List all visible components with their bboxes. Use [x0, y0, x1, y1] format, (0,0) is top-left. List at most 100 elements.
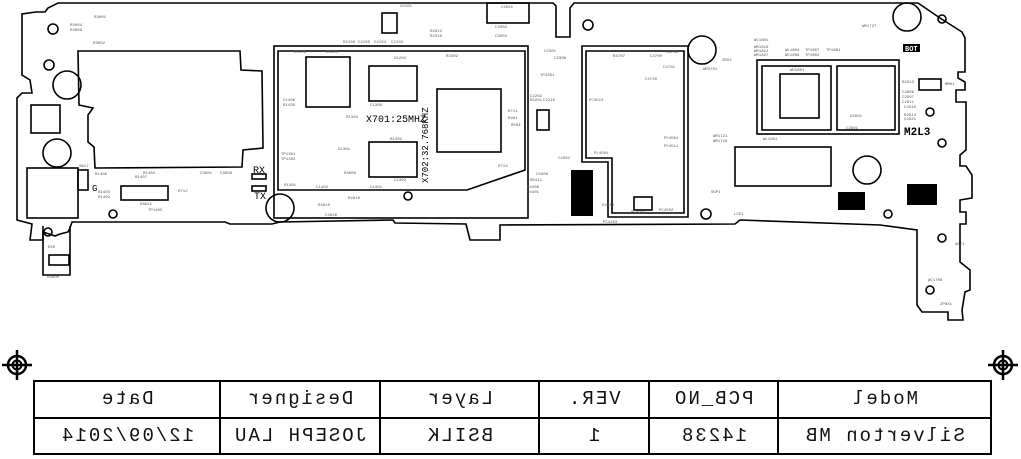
shield-right-inner	[585, 50, 685, 214]
ref-text: TP1801	[826, 49, 841, 53]
shield-inner	[277, 50, 526, 191]
ref-text: WR1812	[754, 50, 769, 54]
ref-text: R1404	[143, 172, 156, 176]
ref-text: R1430	[283, 104, 296, 108]
shield-right-outer	[581, 45, 689, 218]
ref-text: U2901	[850, 115, 863, 119]
rf-shield-inner-left	[761, 65, 832, 131]
mount-hole	[852, 155, 882, 185]
ref-text: R3001	[94, 16, 107, 20]
label-g: G	[92, 184, 97, 194]
chip-u1202	[368, 141, 418, 178]
ref-text: TP1301	[281, 153, 296, 157]
chip-cpu	[436, 88, 502, 153]
ref-text: C2301	[544, 50, 557, 54]
label-tx: TX	[254, 192, 266, 203]
header-version: VER.	[538, 380, 650, 419]
pad-rx	[251, 173, 267, 180]
via-hole	[403, 191, 413, 201]
ref-text: R2913	[902, 81, 915, 85]
ref-text: D4401	[527, 191, 540, 195]
ic-black-3	[907, 184, 937, 205]
ref-text: PC4502	[659, 209, 674, 213]
value-pcb-no: 14238	[648, 416, 779, 455]
ref-text: R1403	[98, 191, 111, 195]
ref-text: U1202	[394, 57, 407, 61]
bot-marker	[903, 44, 920, 52]
chip-u4501	[633, 196, 653, 211]
ref-text: D1301	[338, 148, 351, 152]
ref-text: TP1807	[805, 49, 820, 53]
ref-text: C2901	[846, 127, 859, 131]
ref-text: WR1726	[713, 140, 728, 144]
ref-text: R504	[511, 124, 521, 128]
ref-text: ZRX2	[722, 59, 732, 63]
ref-text: C2210	[543, 99, 556, 103]
ref-text: WR1721	[713, 135, 728, 139]
registration-target-left	[2, 350, 32, 380]
ref-text: R3009	[70, 29, 83, 33]
via-hole	[925, 107, 935, 117]
via-hole	[937, 233, 947, 243]
ref-text: WC1801	[754, 39, 769, 43]
header-model: Model	[777, 380, 992, 419]
ic-black-1	[571, 170, 593, 216]
ref-text: C2910	[904, 106, 917, 110]
header-designer: Designer	[219, 380, 381, 419]
label-crystal-25mhz: X701:25MHZ	[366, 115, 426, 126]
ref-text: R4707	[613, 55, 626, 59]
label-rev: M2L3	[904, 127, 931, 139]
ref-text: C2002	[495, 26, 508, 30]
ref-text: C4302	[558, 157, 571, 161]
display-cutout	[77, 50, 264, 169]
mount-hole	[687, 35, 717, 65]
ref-text: R2914	[904, 114, 917, 118]
ref-text: R2106	[343, 41, 356, 45]
board-outline	[16, 2, 973, 321]
ref-text: R1302	[346, 116, 359, 120]
ref-text: TP1405	[148, 209, 163, 213]
ref-text: R4810	[318, 204, 331, 208]
ref-text: WR3701	[703, 68, 718, 72]
ref-text: C2001	[501, 6, 514, 10]
title-block: Date Designer Layer VER. PCB_NO Model 12…	[33, 380, 992, 455]
ref-text: R20	[48, 246, 56, 250]
value-model: Silverton MB	[777, 416, 992, 455]
via-hole	[700, 208, 712, 220]
ref-text: R4806	[344, 172, 357, 176]
ref-text: R1301	[284, 184, 297, 188]
chip-u2101	[381, 12, 398, 34]
ref-text: D4403	[602, 204, 615, 208]
ref-text: C2907	[902, 96, 915, 100]
ref-text: WL1801	[763, 138, 778, 142]
chip-u1401	[305, 56, 351, 108]
ref-text: WC1706	[928, 279, 943, 283]
ref-text: C4702	[666, 51, 679, 55]
ref-text: ZPRX1	[940, 303, 953, 307]
ref-text: D8KZ1	[140, 203, 153, 207]
connector-d8kz1	[120, 185, 169, 201]
ref-text: MM01	[945, 83, 955, 87]
ref-text: WC1806	[785, 54, 800, 58]
ref-text: R2302	[446, 55, 459, 59]
ref-text: R713	[498, 165, 508, 169]
ref-text: C4700	[650, 55, 663, 59]
via-hole	[43, 227, 53, 237]
ref-text: C2105	[358, 41, 371, 45]
header-pcb-no: PCB_NO	[648, 380, 779, 419]
mount-hole	[892, 2, 922, 32]
chip-mem	[486, 2, 530, 24]
ref-text: SW17	[79, 165, 89, 169]
ref-text: C4720	[645, 78, 658, 82]
ic-black-2	[838, 192, 865, 210]
registration-target-right	[988, 350, 1018, 380]
mount-hole	[42, 138, 72, 168]
rf-chip	[779, 73, 820, 119]
ref-text: WR1727	[862, 25, 877, 29]
ref-text: PL4501	[594, 152, 609, 156]
ref-text: R2312	[430, 30, 443, 34]
usb-connector	[26, 167, 79, 219]
ref-text: TP1802	[805, 54, 820, 58]
connector-r20	[48, 254, 70, 266]
rf-shield-outer	[756, 59, 900, 135]
